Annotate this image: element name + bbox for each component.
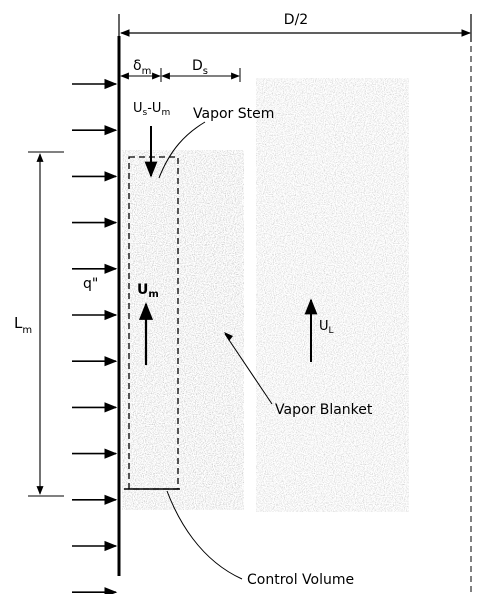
- length-dimension: [28, 151, 64, 497]
- layer-velocity-subscript: m: [148, 289, 158, 300]
- layer-thickness-subscript: m: [142, 66, 152, 77]
- liquid-velocity-label: UL: [319, 319, 334, 336]
- layer-velocity-label: Um: [137, 282, 159, 300]
- relative-velocity-m: m: [161, 108, 170, 118]
- control-volume-leader: [166, 490, 243, 580]
- vapor-blobs: [256, 78, 409, 512]
- vapor-stem-leader: [158, 121, 206, 179]
- liquid-velocity-subscript: L: [329, 326, 334, 336]
- relative-velocity-dash-u: -U: [147, 101, 161, 116]
- vapor-blob: [256, 380, 272, 416]
- layer-velocity-symbol: U: [137, 282, 148, 298]
- blanket-width-subscript: s: [203, 66, 208, 77]
- vapor-blob: [286, 92, 300, 120]
- relative-velocity-u1: U: [133, 101, 143, 116]
- vapor-blob: [278, 242, 306, 286]
- layer-thickness-label: δm: [133, 58, 151, 77]
- blanket-width-label: Ds: [192, 58, 208, 77]
- vapor-blanket-leader: [224, 333, 273, 405]
- heat-flux-label: q": [83, 276, 98, 292]
- vapor-blanket-label: Vapor Blanket: [275, 402, 373, 418]
- vapor-blob: [361, 316, 391, 354]
- control-volume-label: Control Volume: [247, 572, 354, 588]
- liquid-velocity-symbol: U: [319, 319, 329, 334]
- vapor-stem-label: Vapor Stem: [193, 106, 274, 122]
- vapor-blanket-leader-head: [224, 332, 233, 341]
- thickness-dimensions: [120, 68, 241, 82]
- length-subscript: m: [22, 325, 32, 336]
- vapor-blob: [294, 430, 342, 512]
- vapor-blanket-region: [122, 150, 244, 510]
- blanket-width-symbol: D: [192, 58, 203, 74]
- length-symbol: L: [14, 314, 23, 332]
- relative-velocity-label: Us-Um: [133, 101, 170, 118]
- relative-velocity-s: s: [143, 108, 148, 118]
- half-diameter-label: D/2: [284, 12, 308, 28]
- heat-flux-arrows: [72, 78, 118, 594]
- length-label: Lm: [14, 314, 32, 336]
- layer-thickness-symbol: δ: [133, 58, 142, 74]
- vapor-blob: [387, 78, 409, 104]
